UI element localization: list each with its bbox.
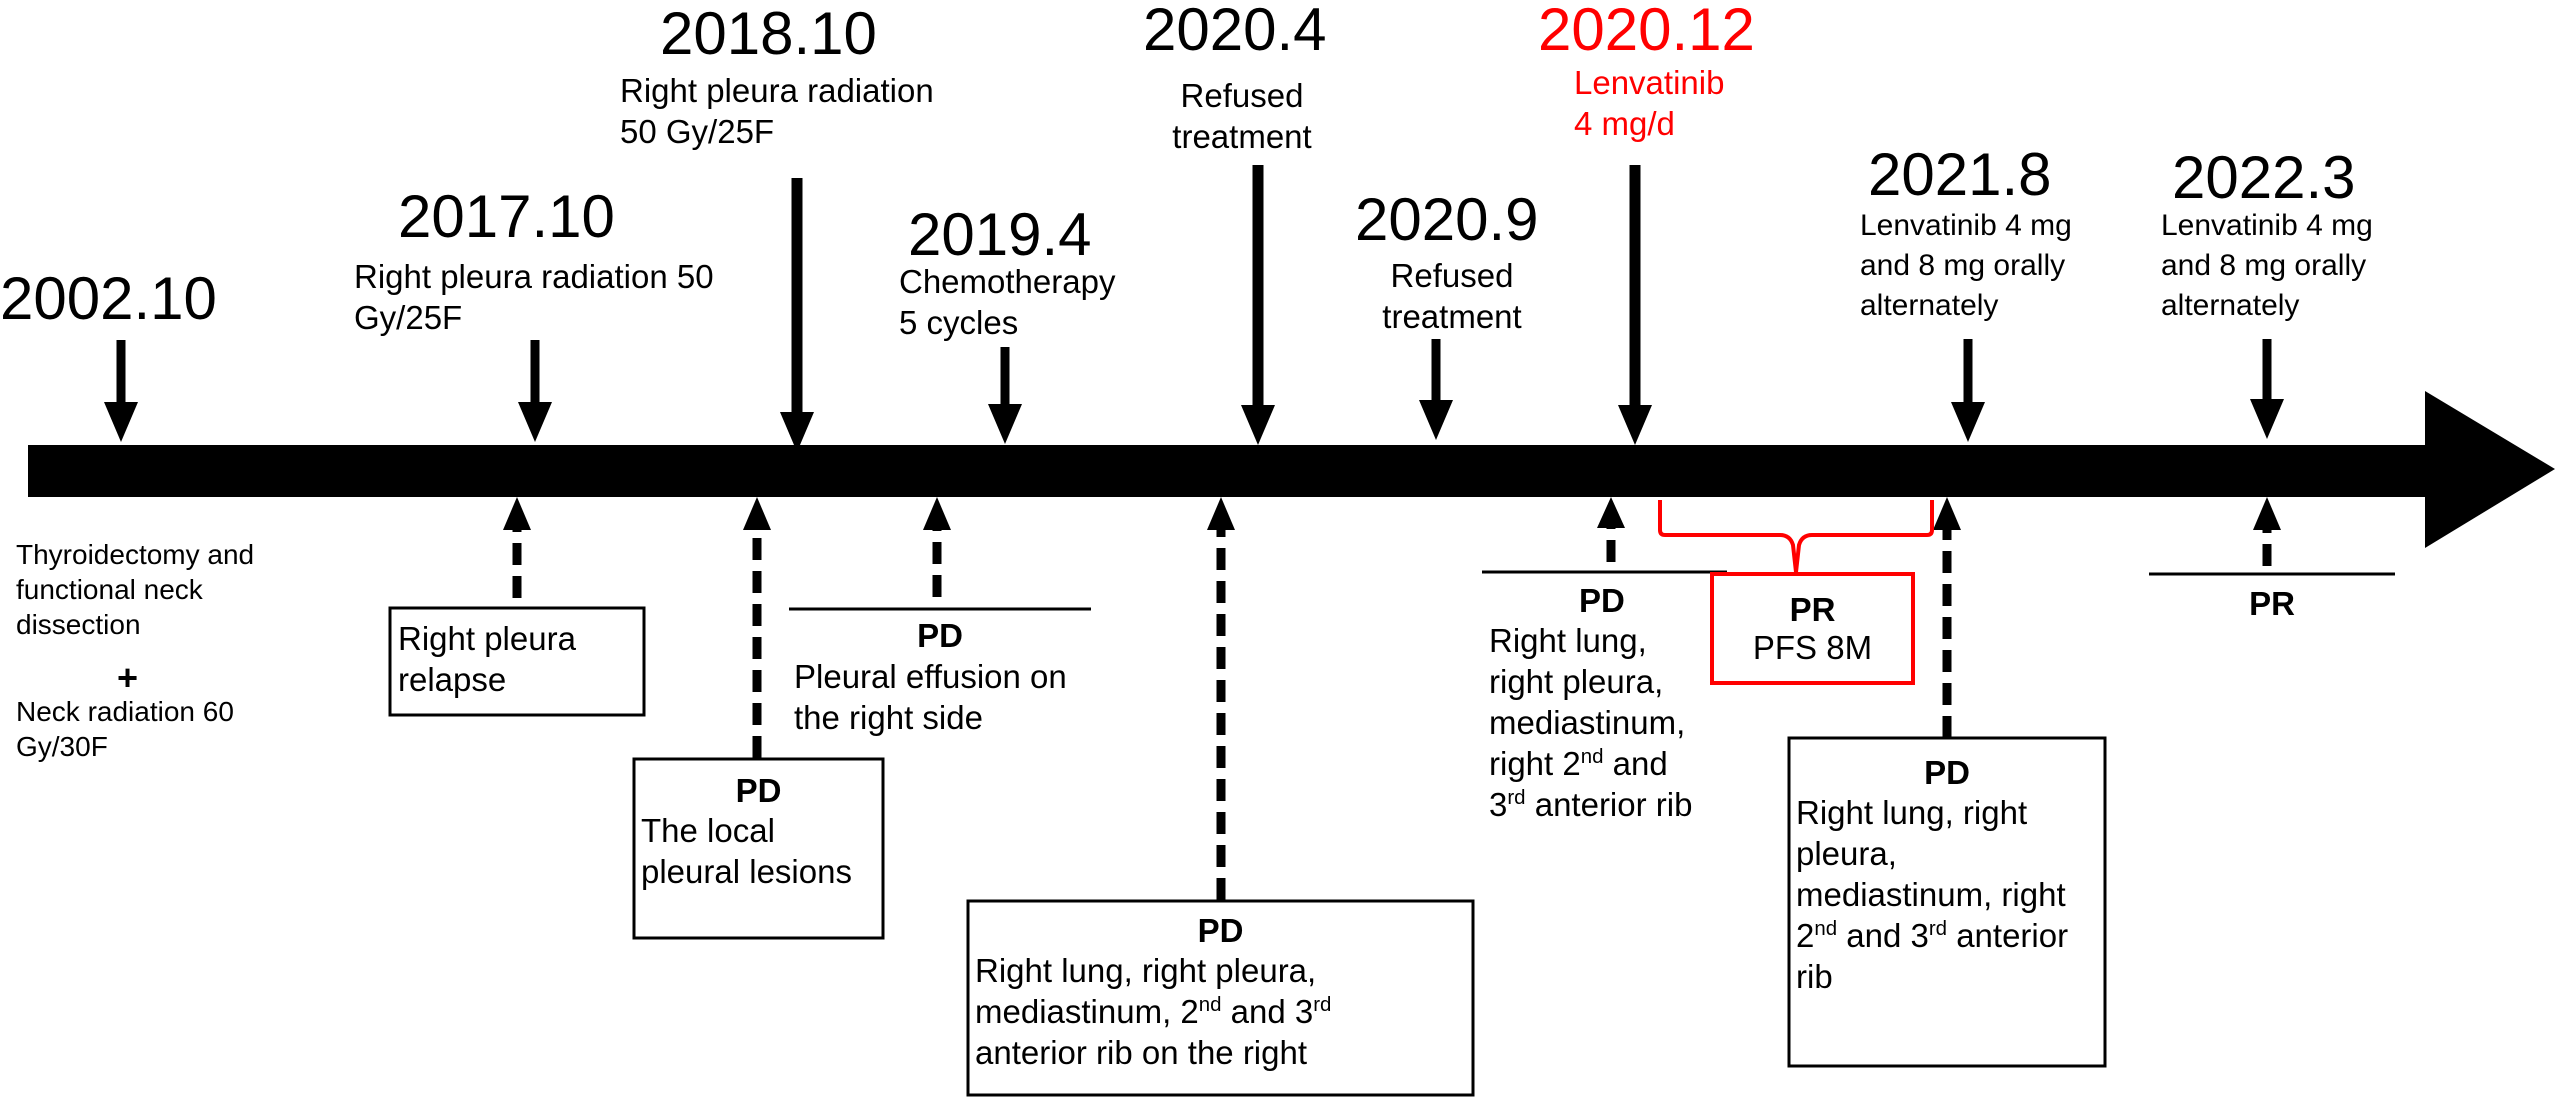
pd-2021-text: Right lung, right pleura, mediastinum, r… <box>1796 794 2069 995</box>
pd-label: PD <box>1924 754 1970 791</box>
event-date: 2020.9 <box>1355 186 1539 253</box>
box-pd-2021 <box>1787 736 2107 1068</box>
down-arrow-2022 <box>2250 339 2284 439</box>
pd-label: PD <box>735 772 782 809</box>
box-pd-local <box>632 757 885 940</box>
down-arrow-2020c <box>1618 165 1652 445</box>
pfs-text: PFS 8M <box>1752 629 1873 666</box>
up-arrow-relapse <box>503 497 531 598</box>
up-arrow-pd-2020 <box>1207 497 1235 900</box>
down-arrow-2020a <box>1241 165 1275 445</box>
red-bracket <box>1658 500 1934 573</box>
down-arrow-2002 <box>104 340 138 442</box>
outcome-frames <box>388 570 2395 1097</box>
plus-sign: + <box>117 657 139 698</box>
pd-label: PD <box>917 617 963 654</box>
box-pd-2020 <box>966 899 1475 1097</box>
pd-2020b-text: Right lung, right pleura, mediastinum, r… <box>1489 622 1693 823</box>
event-date: 2002.10 <box>0 265 217 332</box>
pd-label: PD <box>1579 582 1625 619</box>
event-date: 2019.4 <box>908 201 1092 268</box>
down-arrow-2020b <box>1419 339 1453 440</box>
down-arrow-2017 <box>518 340 552 442</box>
box-pr-lenva <box>1710 572 1915 685</box>
pr-highlight <box>1658 500 1934 685</box>
event-date: 2021.8 <box>1868 141 2052 208</box>
outcome-arrows <box>503 497 2281 900</box>
event-date-highlight: 2020.12 <box>1538 0 1755 63</box>
box-relapse <box>388 606 646 717</box>
down-arrow-2019 <box>988 347 1022 444</box>
pd-2020-text: Right lung, right pleura, mediastinum, 2… <box>975 952 1332 1071</box>
event-arrows <box>104 165 2284 452</box>
event-date: 2020.4 <box>1143 0 1327 63</box>
pd-label: PD <box>1197 912 1244 949</box>
up-arrow-pd-local <box>743 497 771 758</box>
neck-radiation: Neck radiation 60 Gy/30F <box>16 696 234 762</box>
up-arrow-pd-2021 <box>1933 497 1961 738</box>
event-date: 2017.10 <box>398 183 615 250</box>
up-arrow-pr-2022 <box>2253 497 2281 566</box>
pr-label: PR <box>1789 591 1836 628</box>
up-arrow-pd-effusion <box>923 497 951 597</box>
timeline-arrow <box>28 391 2555 548</box>
event-date: 2018.10 <box>660 0 877 67</box>
up-arrow-pd-2020b <box>1597 497 1625 562</box>
pr-label: PR <box>2249 585 2295 622</box>
event-date: 2022.3 <box>2172 144 2356 211</box>
down-arrow-2018 <box>780 178 814 452</box>
down-arrow-2021 <box>1951 339 1985 442</box>
initial-treatment: Thyroidectomy and functional neck dissec… <box>16 539 255 640</box>
